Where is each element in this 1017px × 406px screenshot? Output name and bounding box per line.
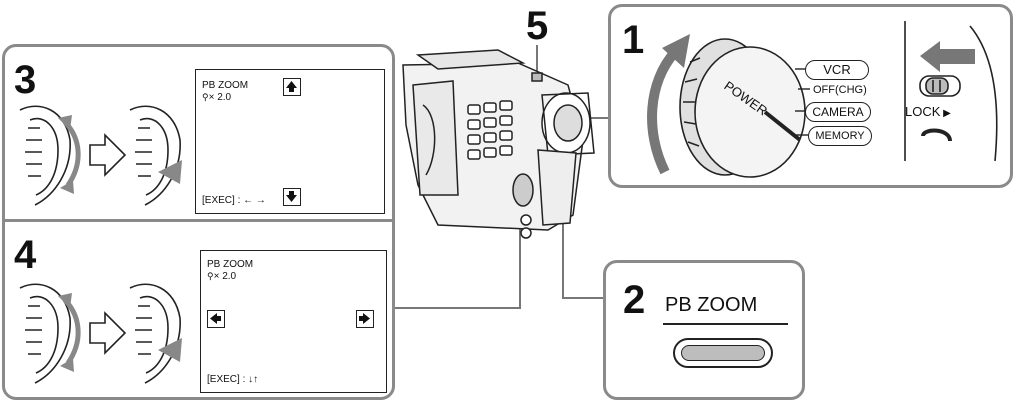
magnifier-icon: ⚲ — [202, 92, 209, 102]
exec-hint: [EXEC] : ↓↑ — [207, 374, 258, 385]
zoom-readout: ⚲× 2.0 — [202, 92, 231, 103]
camcorder-illustration — [398, 45, 613, 245]
mode-off-chg-label: OFF(CHG) — [813, 84, 867, 96]
arrow-left-icon — [207, 310, 225, 328]
step-number-3: 3 — [14, 60, 36, 100]
step-number-4: 4 — [14, 235, 36, 275]
pb-zoom-button-cap — [681, 345, 765, 361]
pb-zoom-label-underline — [663, 323, 788, 325]
screen-title: PB ZOOM — [202, 80, 248, 91]
triangle-right-icon: ▶ — [940, 108, 950, 119]
zoom-readout: ⚲× 2.0 — [207, 271, 236, 282]
arrow-up-icon — [283, 78, 301, 96]
arrow-down-icon — [283, 188, 301, 206]
mode-connector-lines — [790, 55, 820, 155]
pb-zoom-button[interactable] — [673, 338, 773, 368]
step-number-2: 2 — [623, 280, 645, 320]
jog-dial-turn-illustration — [10, 100, 190, 210]
pb-zoom-screen-horizontal: PB ZOOM ⚲× 2.0 [EXEC] : ↓↑ — [200, 250, 387, 393]
screen-title: PB ZOOM — [207, 259, 253, 270]
pb-zoom-screen-vertical: PB ZOOM ⚲× 2.0 [EXEC] : ← → — [195, 69, 385, 214]
step-number-5: 5 — [526, 6, 548, 46]
panel-divider — [4, 219, 393, 222]
exec-hint: [EXEC] : ← → — [202, 195, 266, 206]
jog-dial-push-illustration — [10, 278, 190, 388]
arrow-right-icon — [356, 310, 374, 328]
magnifier-icon: ⚲ — [207, 271, 214, 281]
lock-switch-illustration — [895, 16, 1005, 166]
lock-label: LOCK ▶ — [905, 104, 951, 119]
pb-zoom-label: PB ZOOM — [665, 294, 757, 317]
